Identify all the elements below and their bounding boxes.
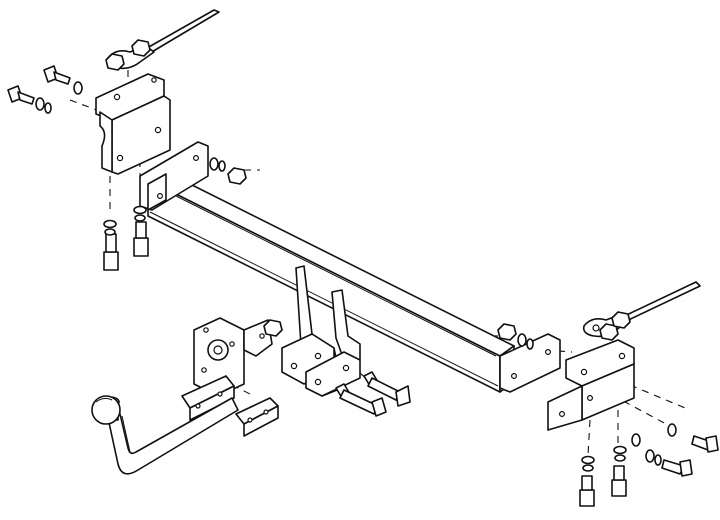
left-mounting-bracket	[95, 73, 171, 175]
tow-ball-arm	[91, 395, 239, 475]
nuts	[105, 39, 631, 341]
left-side-rod	[106, 9, 220, 70]
washers	[35, 81, 677, 472]
bolts	[7, 65, 719, 507]
clamp-plates	[181, 375, 279, 437]
neck-hanger-brackets	[281, 265, 361, 397]
right-mounting-bracket	[547, 339, 635, 431]
main-crossbar	[139, 141, 561, 393]
